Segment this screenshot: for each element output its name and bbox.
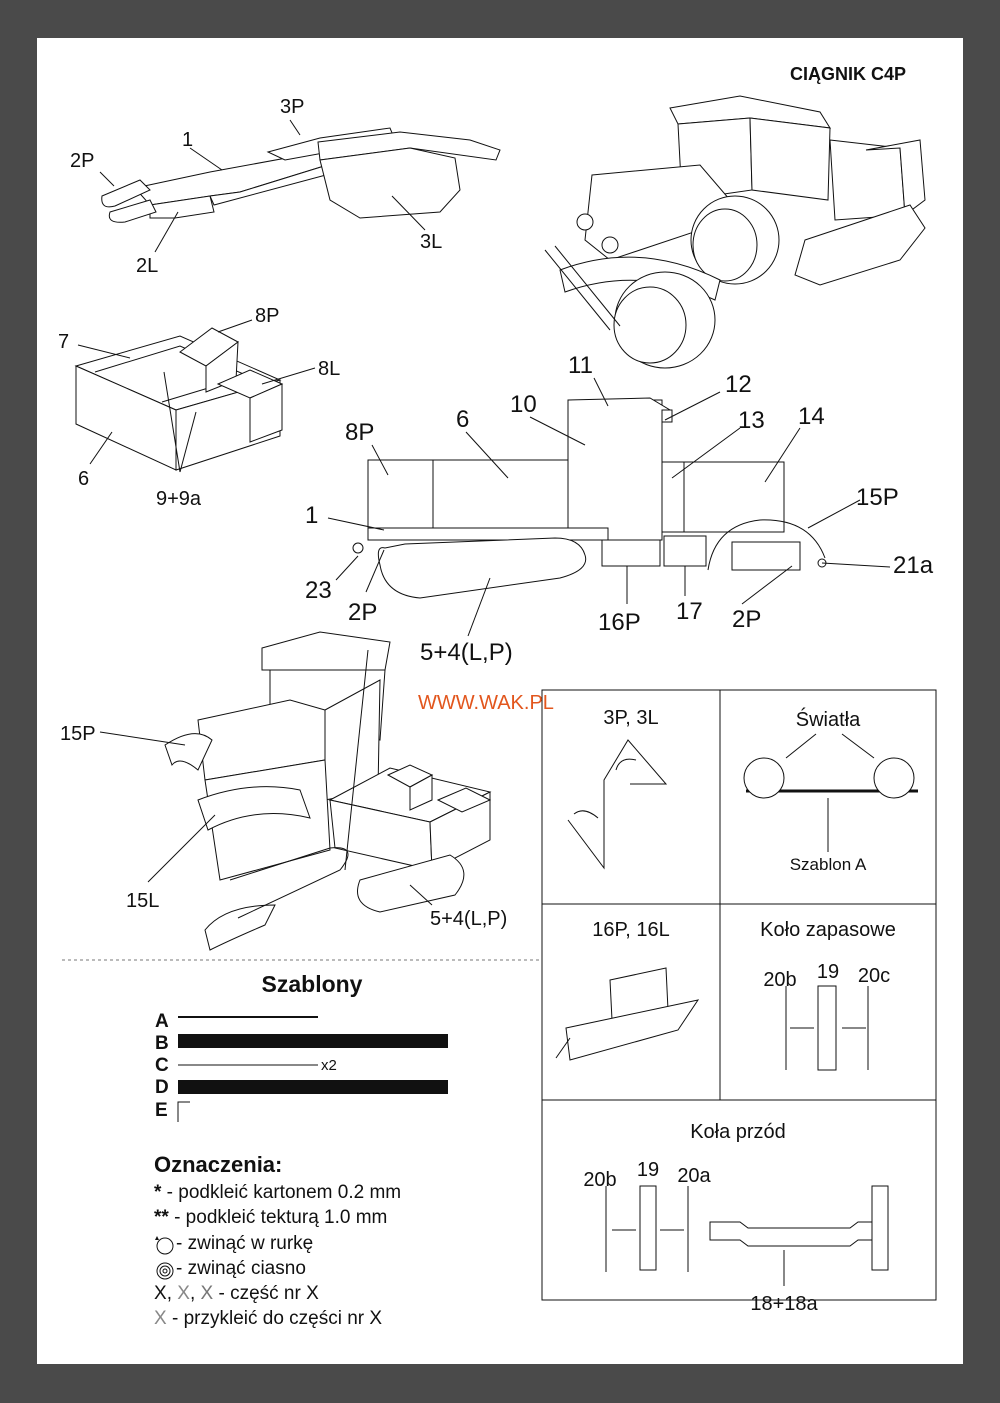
legend-item-part: X, X, X - część nr X (154, 1283, 319, 1304)
templates-section: Szablony A B C x2 D E (155, 971, 448, 1122)
legend-item-glue: X - przykleić do części nr X (154, 1308, 382, 1330)
label-16P: 16P (598, 609, 641, 636)
label-20b-spare: 20b (763, 969, 796, 991)
legend-mark-x-outline: X (200, 1283, 214, 1304)
legend-text-part: - część nr X (213, 1283, 319, 1304)
legend-text-glue: - przykleić do części nr X (166, 1308, 383, 1329)
label-17: 17 (676, 598, 703, 625)
label-2P: 2P (70, 150, 94, 172)
label-14: 14 (798, 403, 825, 430)
front-wheel-disc (871, 1185, 889, 1271)
label-3P: 3P (280, 96, 304, 118)
detail-lights: Światła Szablon A (743, 707, 918, 874)
light-right (873, 757, 915, 799)
detail-front-wheels: Koła przód 19 20b 20a 18+18a (583, 1121, 889, 1315)
legend-mark-double: ** (154, 1207, 169, 1228)
detail-spare-wheel: Koło zapasowe 19 20b 20c (760, 919, 896, 1071)
label-5-4LP-front: 5+4(L,P) (430, 908, 507, 930)
template-e (177, 1101, 190, 1122)
template-c-count: x2 (321, 1057, 337, 1074)
label-20b-front: 20b (583, 1169, 616, 1191)
template-a-label: Szablon A (790, 855, 867, 874)
label-21a: 21a (893, 552, 934, 579)
label-19-spare: 19 (817, 961, 839, 983)
label-13: 13 (738, 407, 765, 434)
axle-18 (709, 1221, 873, 1247)
label-11: 11 (568, 352, 593, 379)
detail-lights-title: Światła (796, 707, 861, 731)
label-2P-left: 2P (348, 599, 377, 626)
legend-item-roll-loose: - zwinąć w rurkę (176, 1233, 314, 1254)
legend-mark-x-gray: X (177, 1283, 190, 1304)
label-6: 6 (78, 468, 89, 490)
roll-loose-icon (155, 1236, 174, 1255)
legend-text-board: - podkleić tekturą 1.0 mm (168, 1207, 388, 1228)
finished-model-view (544, 95, 926, 369)
template-letter-a: A (155, 1011, 169, 1032)
legend-mark-x-black: X (154, 1283, 167, 1304)
legend-text-carton: - podkleić kartonem 0.2 mm (161, 1182, 402, 1203)
front-view-diagram: 15P 15L 5+4(L,P) (60, 631, 507, 951)
label-2P-right: 2P (732, 606, 761, 633)
label-19-front: 19 (637, 1159, 659, 1181)
body-box-diagram: 8P 7 8L 6 9+9a (58, 305, 340, 510)
light-left (743, 757, 785, 799)
label-2L: 2L (136, 255, 158, 277)
template-b (178, 1034, 448, 1048)
label-20c-spare: 20c (858, 965, 890, 987)
legend-icons (155, 1236, 174, 1280)
templates-heading: Szablony (262, 971, 363, 997)
page-title: CIĄGNIK C4P (790, 64, 907, 84)
legend-mark-x-glue: X (154, 1308, 167, 1329)
label-10: 10 (510, 391, 537, 418)
label-1: 1 (182, 129, 193, 151)
detail-3P-3L-title: 3P, 3L (603, 707, 658, 729)
label-20a-front: 20a (677, 1165, 711, 1187)
label-18-18a: 18+18a (750, 1293, 818, 1315)
label-5-4LP: 5+4(L,P) (420, 639, 513, 666)
roll-tight-icon (156, 1262, 174, 1280)
legend-heading: Oznaczenia: (154, 1152, 283, 1177)
label-9-9a: 9+9a (156, 488, 202, 510)
legend-mark-single: * (154, 1182, 162, 1203)
detail-spare-title: Koło zapasowe (760, 919, 896, 941)
label-8L: 8L (318, 358, 340, 380)
template-letter-e: E (155, 1100, 168, 1121)
template-d (178, 1080, 448, 1094)
label-15P-front: 15P (60, 723, 96, 745)
label-15L: 15L (126, 890, 159, 912)
part-19-front (639, 1185, 657, 1271)
website-link[interactable]: WWW.WAK.PL (418, 692, 554, 714)
detail-grid (541, 689, 937, 1301)
label-7: 7 (58, 331, 69, 353)
label-1-side: 1 (305, 502, 318, 529)
label-12: 12 (725, 371, 752, 398)
legend-item-carton: * - podkleić kartonem 0.2 mm (154, 1182, 401, 1204)
detail-3P-3L: 3P, 3L (567, 707, 668, 870)
label-8P: 8P (255, 305, 279, 327)
chassis-diagram: 3P 1 2P 2L 3L (70, 96, 501, 277)
side-view-diagram: 11 12 10 13 14 8P 6 15P 1 21a 23 2P 16P … (305, 352, 934, 666)
label-15P-side: 15P (856, 484, 899, 511)
detail-front-title: Koła przód (690, 1121, 786, 1143)
label-3L: 3L (420, 231, 442, 253)
template-letter-d: D (155, 1077, 169, 1098)
detail-16-title: 16P, 16L (592, 919, 670, 941)
label-6-side: 6 (456, 406, 469, 433)
template-letter-b: B (155, 1033, 169, 1054)
label-23: 23 (305, 577, 332, 604)
part-19-spare (817, 985, 837, 1071)
detail-16P-16L: 16P, 16L (555, 919, 700, 1061)
template-letter-c: C (155, 1055, 169, 1076)
legend-item-roll-tight: - zwinąć ciasno (176, 1258, 306, 1279)
legend-item-board: ** - podkleić tekturą 1.0 mm (154, 1207, 387, 1229)
label-8P-side: 8P (345, 419, 374, 446)
